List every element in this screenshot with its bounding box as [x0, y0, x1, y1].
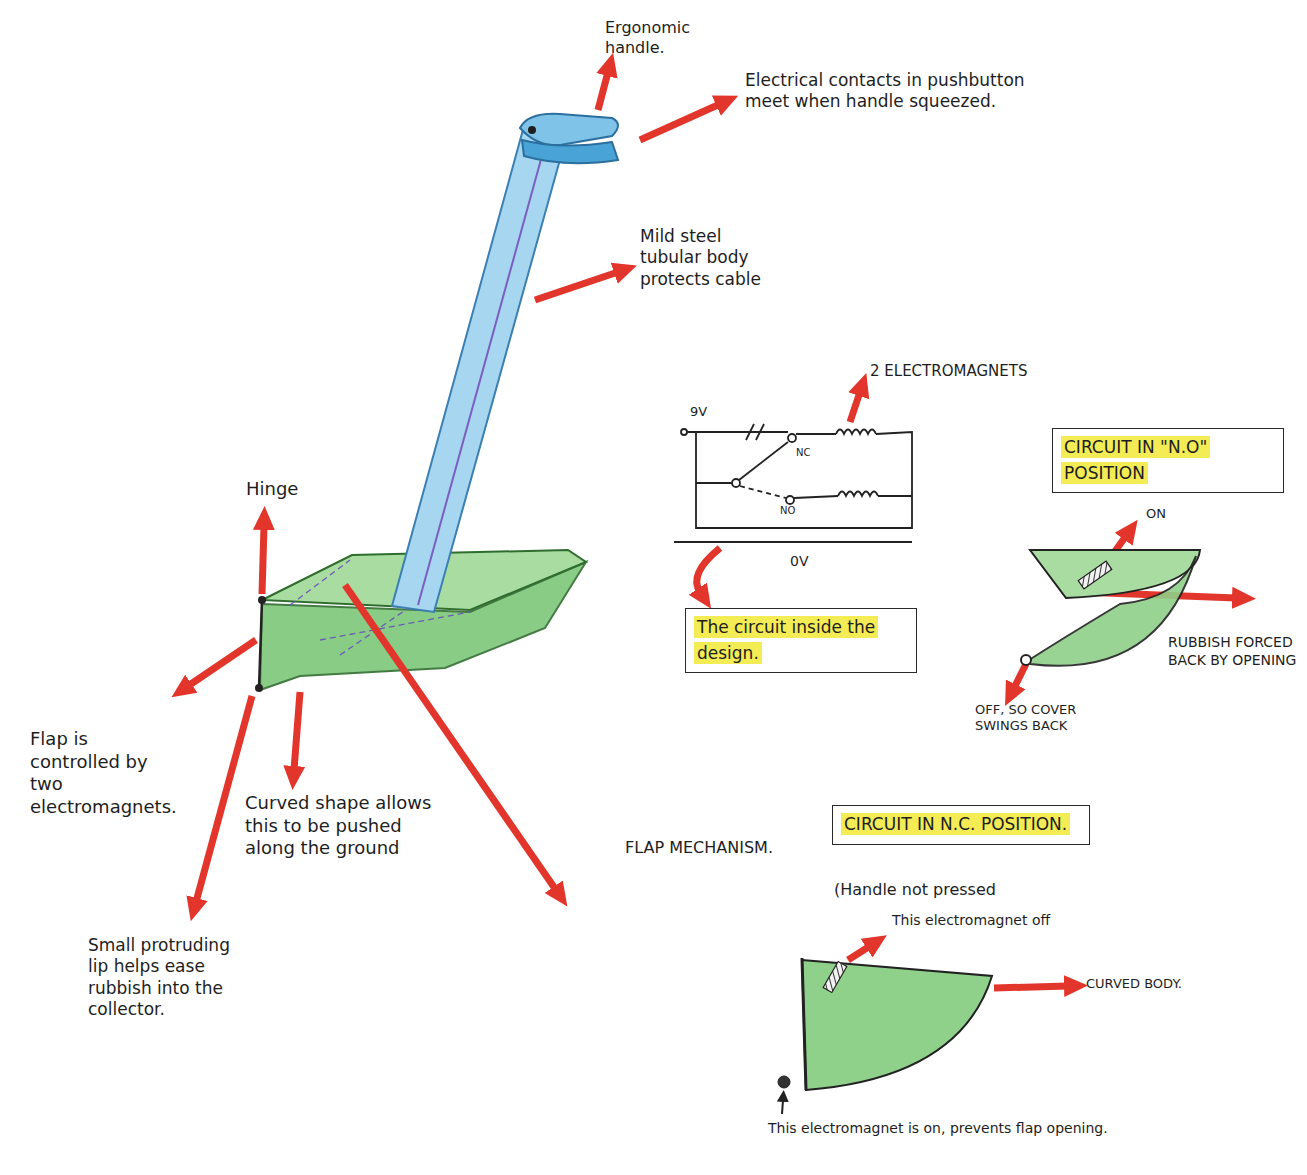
callout-arrow — [262, 526, 264, 594]
callout-arrow — [294, 692, 300, 770]
flap-closed-view — [778, 958, 992, 1114]
annotation-label: FLAP MECHANISM. — [625, 838, 775, 858]
wire — [687, 431, 788, 433]
callout-arrow — [850, 392, 860, 422]
annotation-label: 2 ELECTROMAGNETS — [870, 362, 1100, 381]
annotation-label: This electromagnet off — [892, 912, 1067, 930]
callout-arrow — [188, 640, 256, 686]
nc-contact — [788, 434, 796, 442]
callout-arrow — [994, 986, 1068, 988]
callout-arrow — [640, 104, 720, 140]
highlight-box: CIRCUIT IN "N.O" POSITION — [1052, 428, 1284, 493]
electromagnet-symbol — [823, 962, 847, 993]
cable-line — [418, 134, 548, 605]
annotation-label: OFF, SO COVER SWINGS BACK — [975, 702, 1125, 735]
zero-volt-rail — [674, 541, 912, 543]
annotation-label: Ergonomic handle. — [605, 18, 725, 58]
highlight-box: CIRCUIT IN N.C. POSITION. — [832, 805, 1090, 845]
annotation-label: Mild steel tubular body protects cable — [640, 226, 770, 290]
circuit-diagram — [674, 424, 912, 542]
ergonomic-handle — [520, 114, 618, 146]
steel-tube — [392, 126, 566, 612]
annotation-label: Flap is controlled by two electromagnets… — [30, 728, 180, 818]
callout-arrow — [848, 946, 870, 960]
box-text: CIRCUIT IN "N.O" POSITION — [1061, 436, 1210, 484]
handle-pivot — [528, 126, 536, 134]
wire — [796, 433, 836, 435]
flap-hinge — [1021, 655, 1031, 665]
callout-arrow — [598, 72, 608, 110]
hinge-dot — [258, 596, 266, 604]
no-contact — [786, 496, 794, 504]
wire — [696, 482, 732, 484]
annotation-label: 0V — [790, 553, 830, 571]
annotation-label: CURVED BODY. — [1086, 976, 1216, 992]
flap-edge — [259, 600, 262, 688]
callout-arrow — [1014, 664, 1026, 688]
annotation-label: This electromagnet is on, prevents flap … — [768, 1120, 1108, 1138]
callout-arrows — [188, 72, 1236, 988]
battery-symbol — [742, 424, 766, 440]
annotation-label: NC — [796, 447, 826, 460]
wire — [696, 432, 912, 528]
callout-arrow — [697, 548, 720, 592]
callout-arrow — [196, 696, 252, 902]
box-text: CIRCUIT IN N.C. POSITION. — [841, 813, 1070, 835]
collector-body — [802, 960, 992, 1090]
wire — [878, 495, 912, 497]
switch-blade — [739, 442, 788, 480]
pointer-arrow — [782, 1100, 783, 1114]
annotation-label: Hinge — [246, 478, 326, 501]
switch-pivot — [732, 479, 740, 487]
callout-arrow — [535, 272, 618, 300]
switch-dashed — [740, 486, 786, 498]
terminal — [681, 429, 687, 435]
electromagnet-on — [778, 1076, 790, 1088]
annotation-label: Electrical contacts in pushbutton meet w… — [745, 70, 1035, 113]
tubular-handle — [392, 114, 618, 612]
annotation-label: Small protruding lip helps ease rubbish … — [88, 935, 248, 1020]
wire — [794, 496, 838, 498]
pushbutton-lever — [522, 140, 618, 163]
highlight-box: The circuit inside the design. — [685, 608, 917, 673]
coil-symbol — [838, 492, 878, 497]
closed-flap — [802, 958, 806, 1090]
annotation-label: Curved shape allows this to be pushed al… — [245, 792, 440, 860]
annotation-label: RUBBISH FORCED BACK BY OPENING — [1168, 634, 1300, 669]
annotation-label: NO — [780, 505, 810, 518]
electromagnet-symbol — [1078, 561, 1112, 589]
annotation-label: ON — [1146, 506, 1186, 522]
coil-symbol — [836, 430, 876, 435]
lip-dot — [255, 684, 263, 692]
annotation-label: (Handle not pressed — [834, 880, 1054, 900]
annotation-label: 9V — [690, 404, 730, 420]
box-text: The circuit inside the design. — [694, 616, 878, 664]
